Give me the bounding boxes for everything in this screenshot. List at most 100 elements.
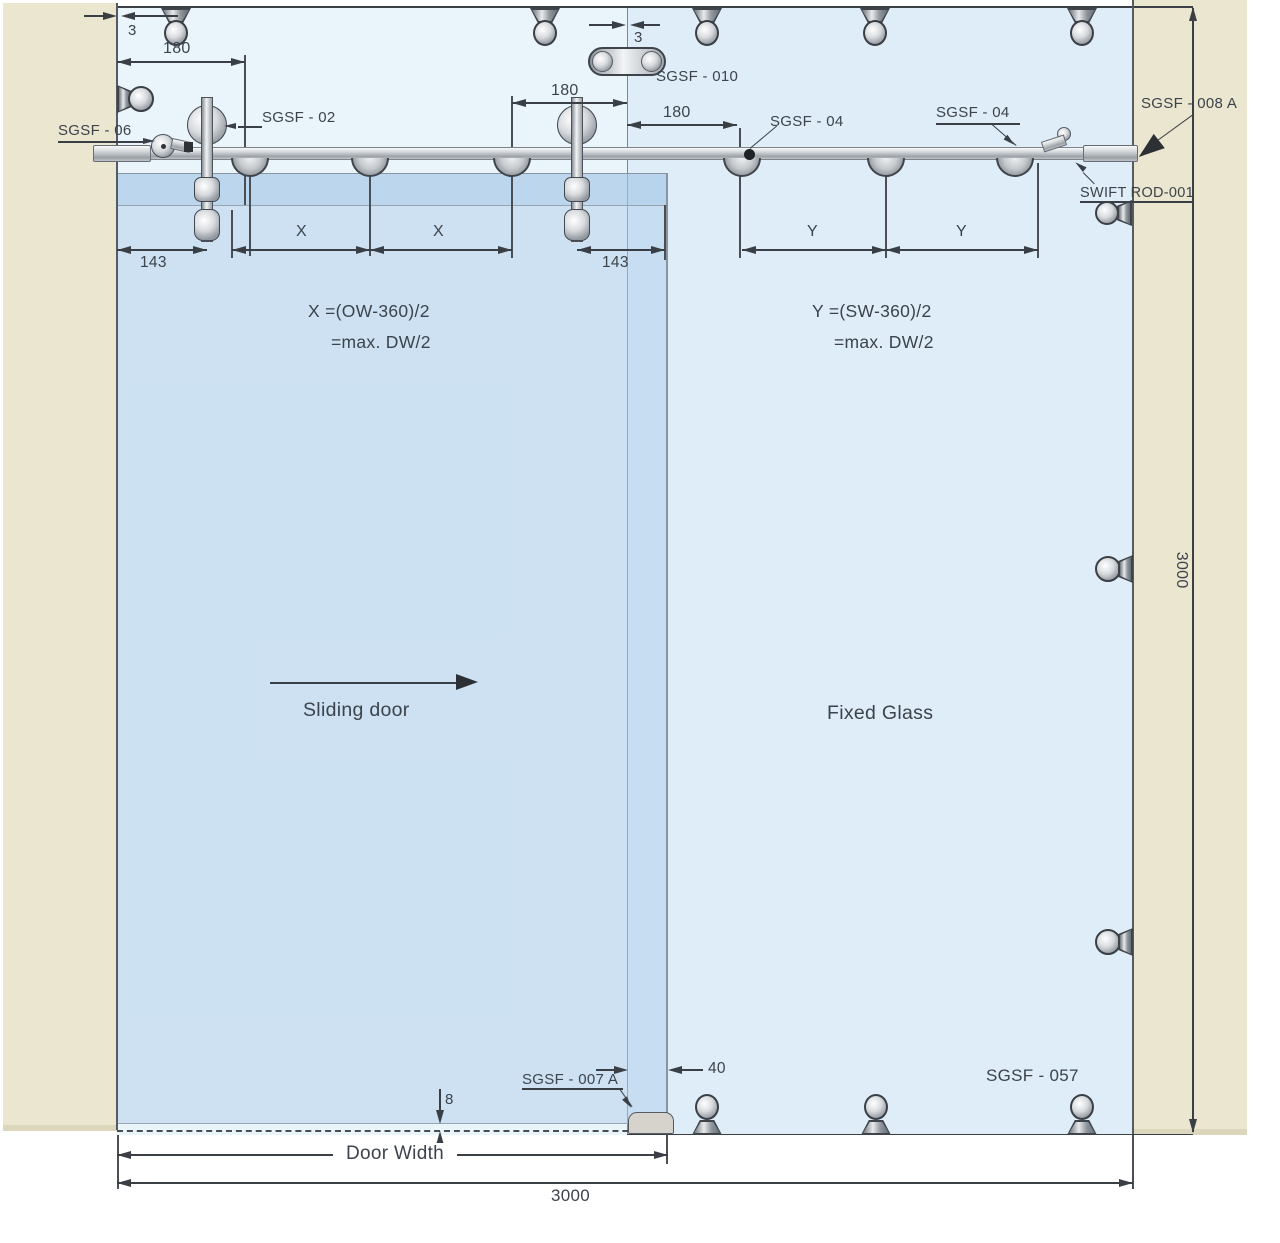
top-edge-line [117,6,1193,8]
glass-clamp-side-icon [1091,927,1135,957]
fitting-lock-block [184,142,193,152]
dim-arrow [1119,1179,1133,1187]
dim-arrow [103,11,117,20]
sliding-door-right-edge [666,173,668,1124]
part-label-swift-rod: SWIFT ROD-001 [1080,185,1195,201]
dim-line [627,124,737,126]
glass-clamp-side-icon [1091,554,1135,584]
formula-y-line1: Y =(SW-360)/2 [812,301,932,321]
dim-x1-label: X [296,223,307,240]
dim-180-mid-label: 180 [551,82,579,99]
dim-arrow [117,58,131,66]
ref-tick [739,128,741,258]
fixed-glass-tint [627,7,1133,1135]
fitting-center-dot [161,144,166,149]
dim-arrow [1024,246,1038,254]
dim-x2-label: X [433,223,444,240]
dim-line [886,249,1038,251]
dim-arrow [577,246,591,254]
hanger-pad [564,177,590,202]
dim-line [135,15,178,17]
part-label-sgsf02: SGSF - 02 [262,109,336,126]
part-label-sgsf04-left: SGSF - 04 [770,113,844,130]
dim-line [596,1069,615,1071]
wall-left [3,3,117,1131]
ref-tick [249,163,251,256]
dim-line [84,15,104,17]
leader-line [58,141,145,143]
leader-arrow [224,123,236,129]
dim-line [589,24,613,26]
sliding-door-bottom-edge [117,1123,668,1124]
formula-x-line2: =max. DW/2 [331,332,431,352]
dim-arrow [117,246,131,254]
dim-line [117,1182,1133,1184]
dim-gap-left-label: 3 [128,22,137,39]
dim-180-left-label: 180 [163,40,191,57]
rod-end-cap-right [1083,145,1138,162]
fixed-glass-label: Fixed Glass [827,702,934,724]
dim-143-left-label: 143 [140,254,167,271]
ref-tick [231,210,233,258]
glass-clamp-top-icon [692,8,722,50]
ref-tick [117,1135,119,1189]
dim-arrow [1188,7,1197,21]
leader-line [238,126,262,128]
dim-arrow [612,20,626,29]
dim-line [117,249,207,251]
dim-3000-height-label: 3000 [1173,551,1191,589]
dim-line [742,249,886,251]
dim-arrow [193,246,207,254]
dim-line [644,24,660,26]
dim-line [512,102,627,104]
dim-line [232,249,370,251]
dim-arrow [117,1151,131,1159]
floor-dashed-line [117,1130,668,1132]
leader-arrow [143,138,155,144]
ref-tick [664,205,666,260]
dim-y1-label: Y [807,223,818,240]
dim-arrow [121,11,135,20]
glass-clamp-bottom-icon [861,1092,891,1135]
slide-direction-line [270,682,456,684]
dim-arrow [232,246,246,254]
ref-tick [666,1124,668,1164]
dim-arrow [231,58,245,66]
leader-line [936,123,1020,125]
dim-3000-width-label: 3000 [551,1186,591,1205]
dim-arrow [630,20,644,29]
leader-dot [744,149,755,160]
hanger-pad [194,177,220,202]
dim-line [682,1069,703,1071]
roller-hanger-icon [557,97,597,245]
hanger-plate [201,97,213,242]
dim-arrow [498,246,512,254]
dim-arrow [1188,1119,1197,1133]
ref-tick [885,163,887,258]
formula-x-line1: X =(OW-360)/2 [308,301,430,321]
sliding-door-label: Sliding door [303,699,410,721]
dim-door-width-label: Door Width [333,1143,457,1165]
dim-arrow [654,1151,668,1159]
dim-arrow [435,1131,444,1145]
dim-arrow [668,1066,682,1074]
dim-143-right-label: 143 [602,254,629,271]
dim-8-label: 8 [445,1091,454,1108]
dim-arrow [742,246,756,254]
dim-arrow [435,1110,444,1124]
dim-line [1192,8,1194,1132]
dim-arrow [512,99,526,107]
rod-end-cap-left [93,145,151,162]
dim-line [577,249,665,251]
glass-clamp-side-icon [117,84,161,114]
dim-arrow [614,1066,628,1074]
dim-arrow [723,121,737,129]
glass-clamp-top-icon [1067,8,1097,50]
double-connector-icon [588,47,666,76]
part-label-sgsf007a: SGSF - 007 A [522,1071,619,1088]
leader-line [522,1088,623,1090]
ref-tick [1132,1135,1134,1189]
part-label-sgsf057: SGSF - 057 [986,1066,1079,1085]
leader-line [1080,201,1193,203]
